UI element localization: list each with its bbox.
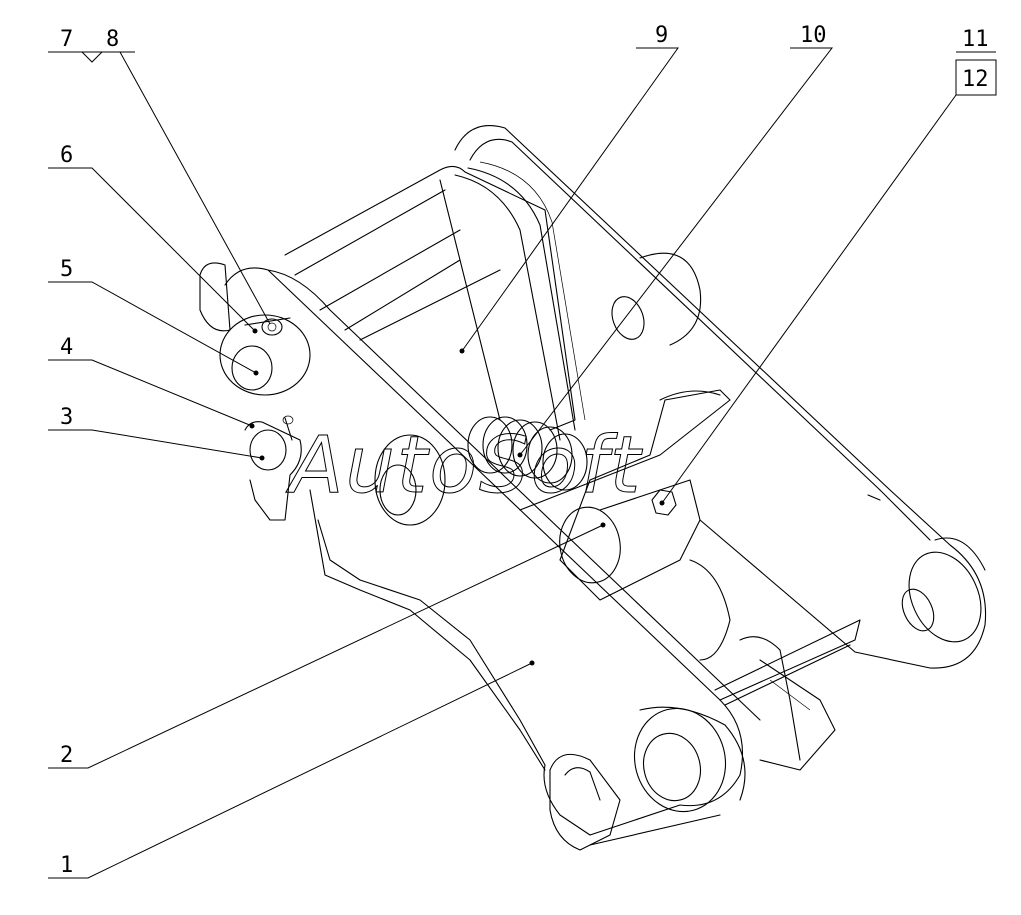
callout-7: 7 xyxy=(60,27,73,52)
callout-3: 3 xyxy=(60,405,73,430)
callout-6: 6 xyxy=(60,143,73,168)
callout-labels: 7 8 6 5 4 3 2 1 9 10 11 12 xyxy=(60,23,989,878)
left-side-plate xyxy=(224,267,743,836)
hex-nut xyxy=(651,489,677,516)
assembly-drawing xyxy=(199,125,987,851)
callout-1: 1 xyxy=(60,853,73,878)
locking-block xyxy=(519,389,731,601)
right-side-plate xyxy=(454,125,987,669)
grease-nipple xyxy=(261,318,283,336)
rear-pin-eye xyxy=(908,551,982,643)
callout-4: 4 xyxy=(60,335,73,360)
callout-dots xyxy=(249,328,665,666)
top-cross-member xyxy=(284,165,576,431)
center-bushing xyxy=(374,434,446,526)
callout-8: 8 xyxy=(106,27,119,52)
callout-12: 12 xyxy=(962,67,989,92)
right-plate-hole xyxy=(611,296,645,340)
callout-leaders xyxy=(48,47,997,879)
locking-pin xyxy=(559,506,621,584)
callout-11: 11 xyxy=(962,27,989,52)
callout-2: 2 xyxy=(60,743,73,768)
upper-lug-boss xyxy=(219,314,311,396)
callout-9: 9 xyxy=(655,23,668,48)
bottom-hook xyxy=(549,753,621,851)
front-pin-eye xyxy=(633,707,727,813)
watermark-text: AutoSoft xyxy=(285,421,643,511)
callout-5: 5 xyxy=(60,257,73,282)
callout-10: 10 xyxy=(800,23,827,48)
spring xyxy=(467,416,588,491)
